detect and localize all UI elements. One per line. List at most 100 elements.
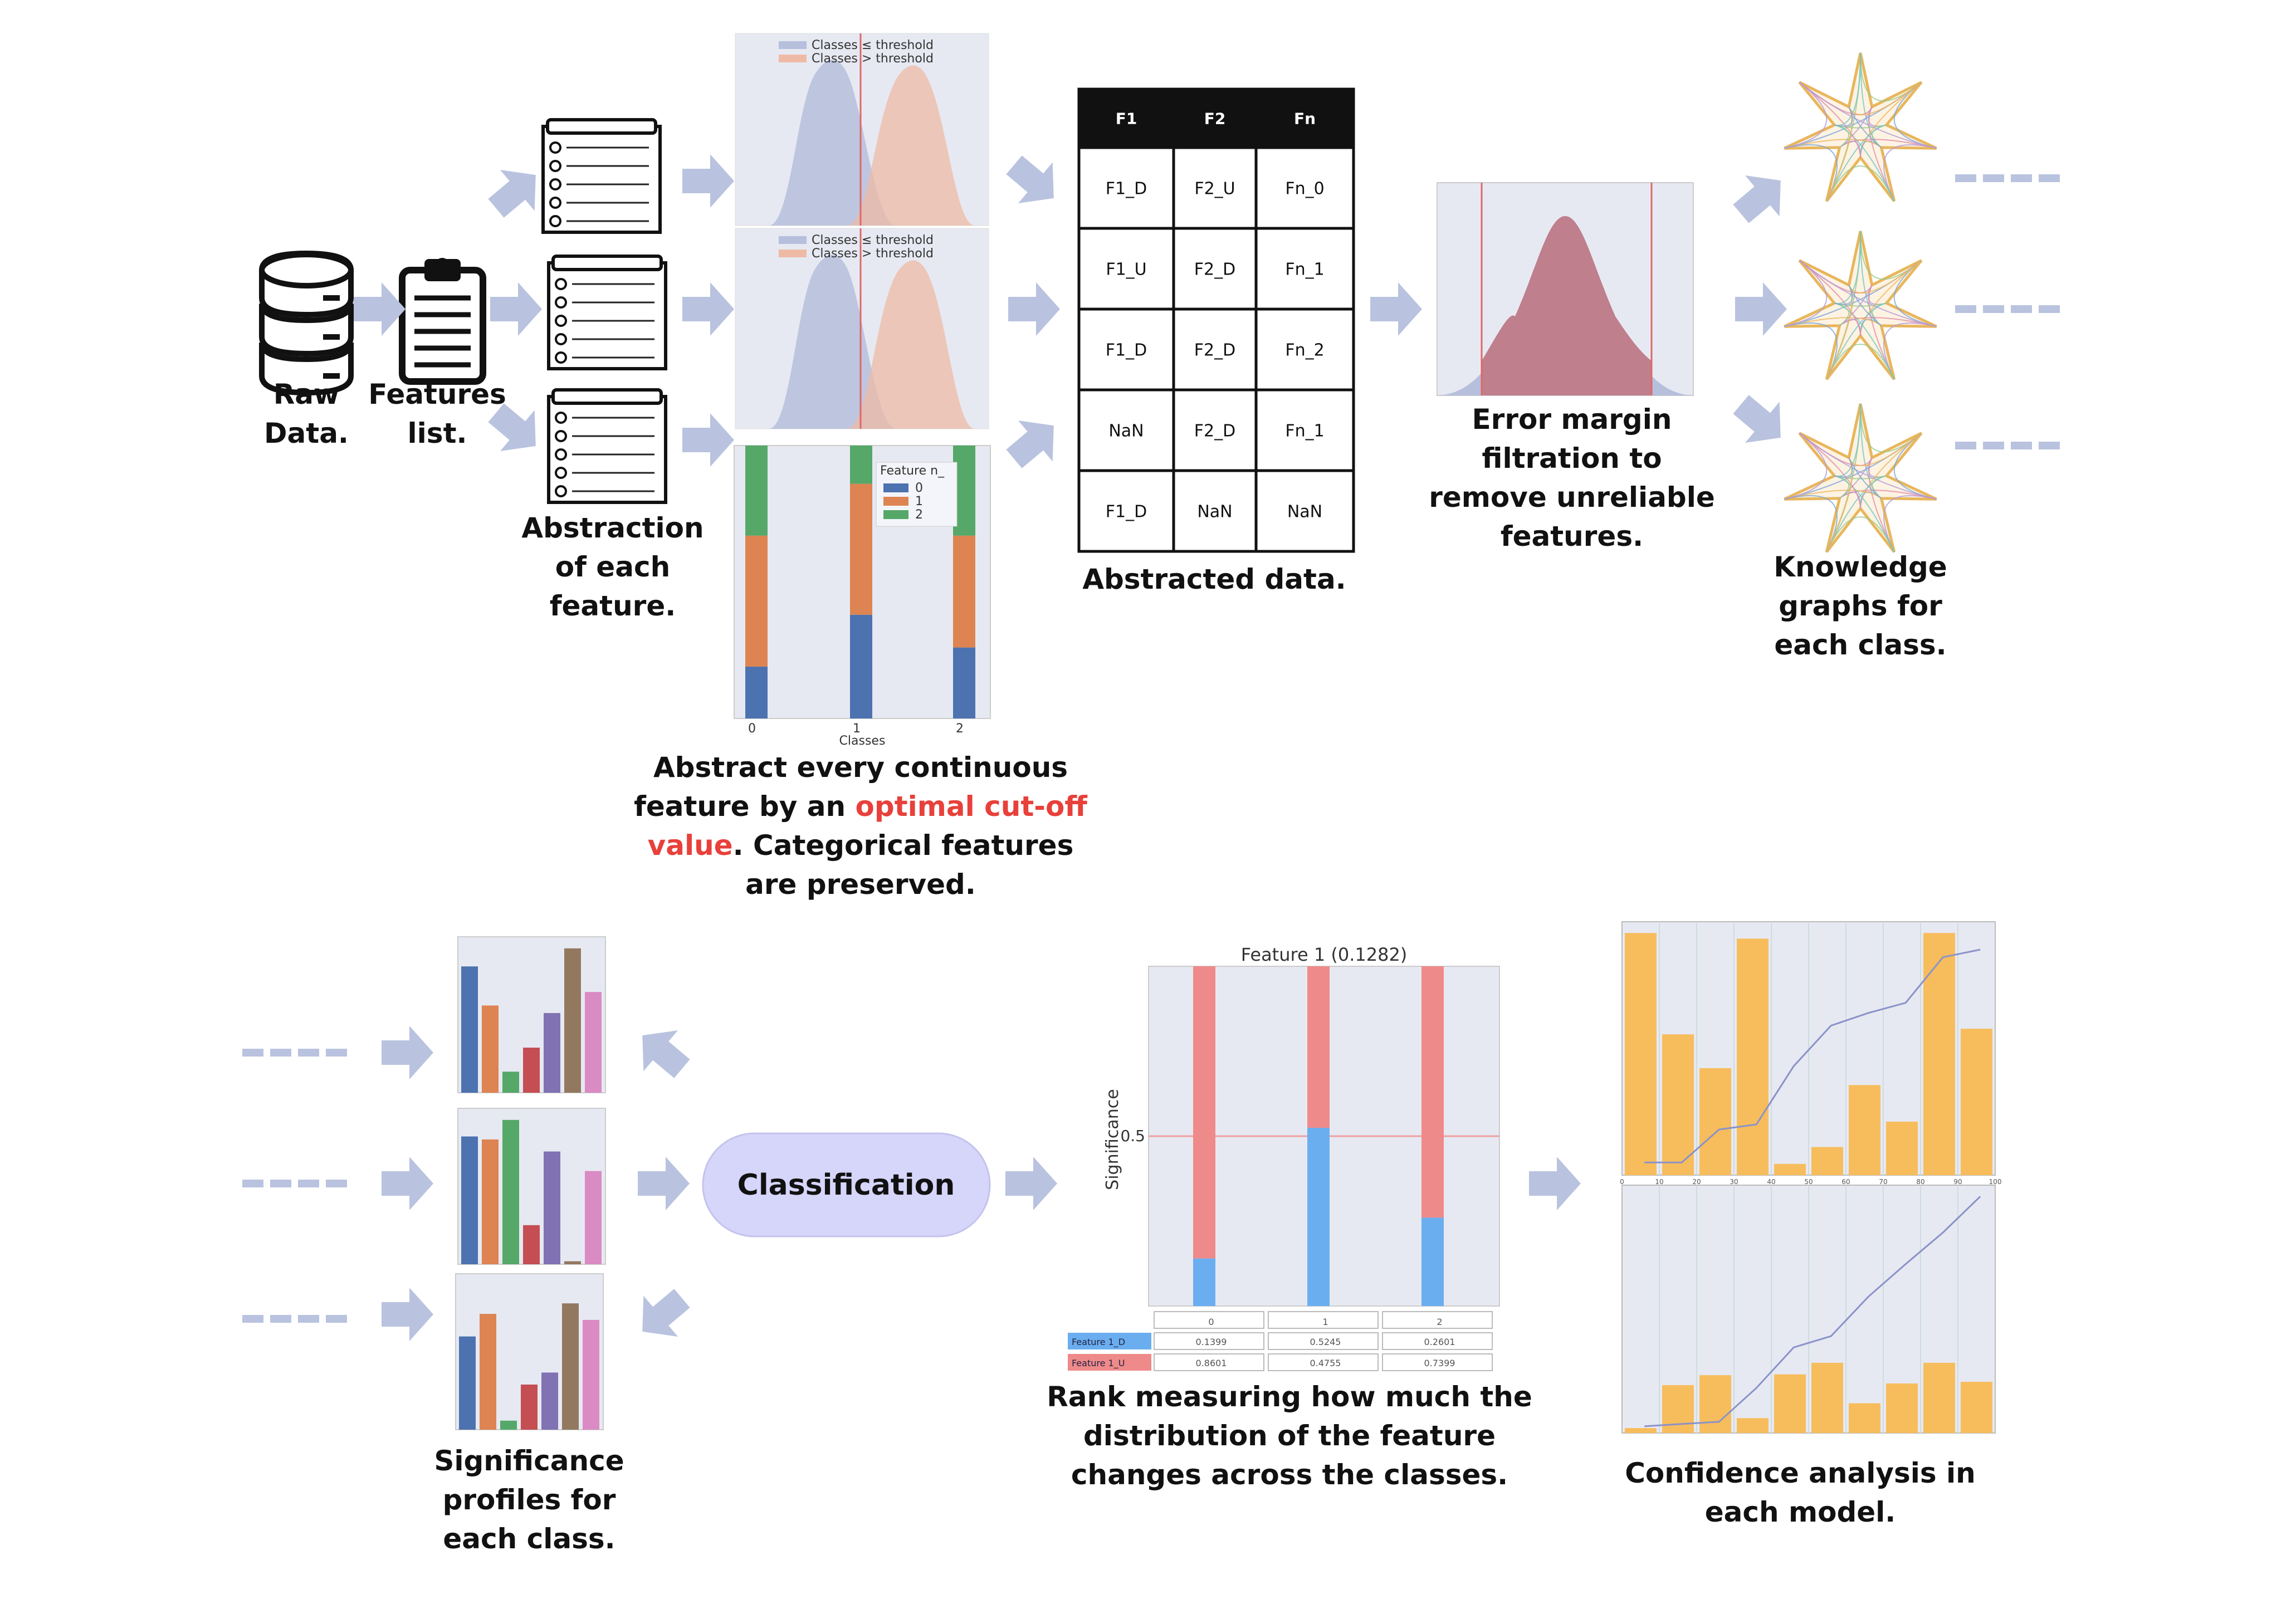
profile-bar bbox=[585, 1171, 602, 1264]
cat-bar-1-series-2 bbox=[850, 446, 872, 484]
error-caption-line1: Error margin bbox=[1472, 403, 1672, 436]
knowledge-graph-icon bbox=[1784, 52, 1937, 202]
dist2-legend-le: Classes ≤ threshold bbox=[812, 233, 934, 247]
profile-bar bbox=[521, 1385, 538, 1430]
dist2-legend-gt: Classes > threshold bbox=[812, 247, 934, 261]
confidence-xtick-40: 40 bbox=[1767, 1178, 1775, 1186]
arrow-checklist1-to-dist1 bbox=[682, 154, 734, 208]
significance-legend-swatch-0 bbox=[1068, 1333, 1151, 1349]
significance-xtick-2: 2 bbox=[1437, 1317, 1442, 1327]
significance-bar-2-D bbox=[1421, 1217, 1444, 1306]
cutoff-caption-line1: Abstract every continuous bbox=[653, 751, 1068, 784]
table-cell-value: F2_D bbox=[1194, 422, 1235, 441]
cutoff-caption-line3: value. Categorical features bbox=[648, 829, 1074, 862]
profile-bar bbox=[562, 1303, 579, 1430]
confidence-xtick-0: 0 bbox=[1620, 1178, 1624, 1186]
arrow-dist2-to-table bbox=[1008, 282, 1060, 336]
cat-legend-swatch-0 bbox=[883, 483, 908, 492]
features-list-caption-line2: list. bbox=[408, 417, 467, 449]
confidence-xtick-80: 80 bbox=[1916, 1178, 1924, 1186]
confidence-bar bbox=[1923, 933, 1955, 1175]
profile-bar bbox=[502, 1119, 519, 1264]
abstracted-caption: Abstracted data. bbox=[1082, 563, 1346, 595]
arrow-to-profile-2 bbox=[382, 1157, 433, 1210]
arrow-error-to-graph-1 bbox=[1733, 175, 1781, 223]
error-margin-panel bbox=[1437, 182, 1694, 396]
dist1-legend-gt: Classes > threshold bbox=[812, 52, 934, 66]
knowledge-caption-line1: Knowledge bbox=[1774, 551, 1947, 583]
profiles-caption-line3: each class. bbox=[443, 1523, 615, 1555]
profile-bar bbox=[544, 1151, 560, 1264]
table-header-F1: F1 bbox=[1116, 110, 1137, 128]
arrow-group bbox=[242, 154, 2061, 1341]
profile-bar bbox=[583, 1319, 599, 1430]
arrow-profile2-to-classification bbox=[638, 1157, 690, 1210]
cat-xlabel: Classes bbox=[839, 734, 886, 748]
confidence-chart-2 bbox=[1621, 1185, 1996, 1434]
table-cell-value: NaN bbox=[1108, 422, 1144, 441]
table-header-F2: F2 bbox=[1204, 110, 1226, 128]
profile-bar bbox=[482, 1005, 499, 1093]
arrow-raw-to-features bbox=[354, 282, 406, 336]
classification-node: Classification bbox=[702, 1132, 991, 1238]
profile-bar bbox=[482, 1139, 499, 1264]
significance-bar-2-U bbox=[1421, 966, 1444, 1218]
cat-legend-label-0: 0 bbox=[915, 481, 923, 495]
table-cell-value: F1_D bbox=[1106, 341, 1147, 360]
knowledge-caption-line2: graphs for bbox=[1779, 590, 1942, 622]
significance-bar-0-D bbox=[1193, 1258, 1215, 1306]
confidence-bar bbox=[1699, 1375, 1731, 1433]
knowledge-graph-icon bbox=[1784, 231, 1937, 380]
distribution-panel-2: Classes ≤ threshold Classes > threshold bbox=[735, 228, 989, 429]
table-cell-value: F2_D bbox=[1194, 260, 1235, 280]
abstraction-caption-line1: Abstraction bbox=[521, 512, 704, 544]
cat-bar-0-series-1 bbox=[745, 535, 768, 667]
profile-bar bbox=[461, 966, 478, 1093]
checklist-icon bbox=[547, 388, 667, 504]
arrow-table-to-error bbox=[1370, 282, 1422, 336]
table-cell-value: Fn_1 bbox=[1285, 422, 1324, 441]
confidence-bar bbox=[1737, 938, 1769, 1175]
profile-bar bbox=[541, 1372, 558, 1430]
cat-bar-2-series-0 bbox=[953, 647, 975, 718]
checklist-group bbox=[541, 118, 667, 504]
profile-bar bbox=[585, 992, 602, 1093]
profile-bar bbox=[502, 1072, 519, 1093]
abstraction-caption-line2: of each bbox=[555, 551, 670, 583]
error-caption-line3: remove unreliable bbox=[1429, 481, 1715, 514]
raw-data-caption-line2: Data. bbox=[264, 417, 349, 449]
significance-ylabel: Significance bbox=[1103, 1089, 1122, 1190]
significance-title: Feature 1 (0.1282) bbox=[1241, 944, 1408, 965]
significance-ytick: 0.5 bbox=[1120, 1127, 1145, 1145]
table-cell-value: Fn_1 bbox=[1285, 260, 1324, 280]
confidence-xtick-70: 70 bbox=[1879, 1178, 1887, 1186]
confidence-bar bbox=[1737, 1418, 1769, 1433]
confidence-bar bbox=[1662, 1034, 1694, 1175]
cat-xtick-0: 0 bbox=[748, 722, 756, 736]
confidence-line bbox=[1644, 948, 1981, 1163]
confidence-caption-line2: each model. bbox=[1705, 1496, 1896, 1528]
cutoff-highlight-optimal: optimal cut-off bbox=[856, 790, 1088, 823]
table-cell bbox=[1077, 227, 1175, 311]
cat-legend-label-2: 2 bbox=[915, 508, 923, 522]
confidence-xtick-90: 90 bbox=[1953, 1178, 1962, 1186]
cat-bar-1-series-1 bbox=[850, 483, 872, 615]
table-header-cell-F1 bbox=[1077, 87, 1175, 149]
cat-xtick-1: 1 bbox=[853, 722, 861, 736]
confidence-caption-line1: Confidence analysis in bbox=[1625, 1457, 1976, 1489]
arrow-features-to-abstraction bbox=[490, 282, 542, 336]
confidence-bar bbox=[1774, 1163, 1806, 1175]
significance-table-value: 0.8601 bbox=[1196, 1358, 1227, 1368]
confidence-bar bbox=[1923, 1362, 1955, 1433]
confidence-xtick-50: 50 bbox=[1804, 1178, 1813, 1186]
confidence-bar bbox=[1699, 1068, 1731, 1175]
confidence-bar bbox=[1811, 1147, 1843, 1175]
cat-legend-title: Feature n_ bbox=[880, 464, 945, 478]
confidence-bar bbox=[1849, 1085, 1880, 1175]
confidence-xtick-100: 100 bbox=[1989, 1178, 2002, 1186]
table-cell-value: NaN bbox=[1197, 502, 1232, 522]
